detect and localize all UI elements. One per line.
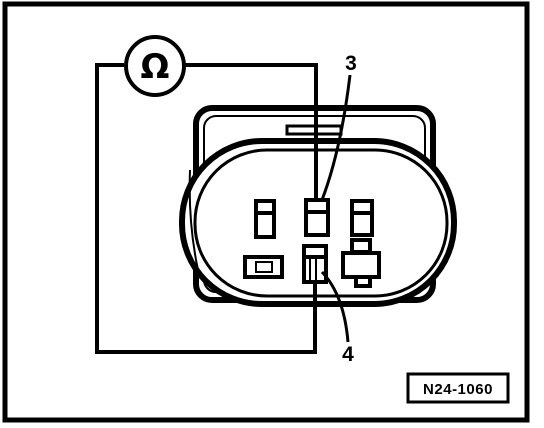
ohmmeter: Ω bbox=[124, 35, 186, 97]
leader-3 bbox=[320, 74, 352, 201]
callout-3: 3 bbox=[345, 52, 357, 75]
leader-4 bbox=[320, 270, 350, 343]
terminals-bottom-row bbox=[243, 238, 381, 288]
figure-reference-box: N24-1060 bbox=[406, 372, 510, 404]
terminal-2 bbox=[243, 255, 284, 279]
terminal-4 bbox=[302, 244, 328, 284]
meter-leads bbox=[95, 63, 318, 354]
lead-to-pin-3 bbox=[185, 63, 318, 203]
figure-reference: N24-1060 bbox=[423, 381, 493, 398]
terminal-3 bbox=[304, 198, 330, 237]
terminal-5 bbox=[350, 199, 374, 237]
terminal-1 bbox=[254, 199, 276, 239]
ohmmeter-circle bbox=[124, 35, 186, 97]
ohm-icon: Ω bbox=[141, 47, 170, 87]
callout-leaders bbox=[320, 74, 352, 343]
callout-4: 4 bbox=[342, 343, 354, 366]
terminals-top-row bbox=[254, 198, 374, 239]
lead-to-pin-4 bbox=[95, 63, 317, 354]
terminal-6 bbox=[341, 238, 381, 288]
